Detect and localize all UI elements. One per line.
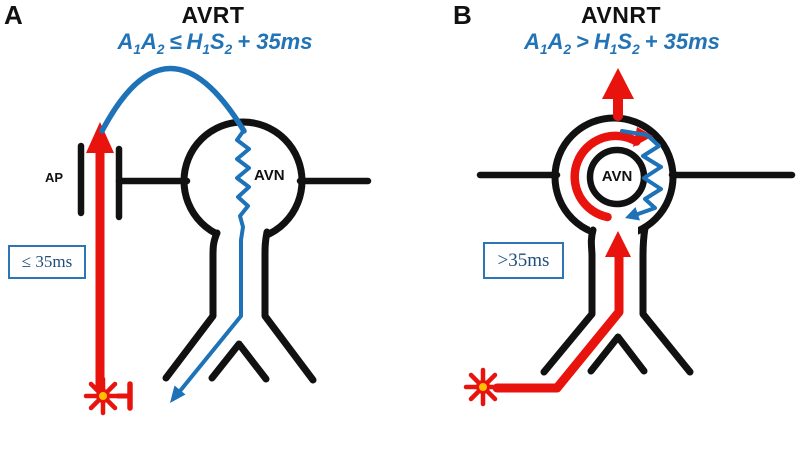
bundle-branch-divider (208, 340, 270, 383)
panel-a-letter: A (4, 0, 23, 30)
panel-avrt: A AVRT A1A2≤H1S2+ 35ms (4, 0, 395, 416)
panel-b-formula: A1A2>H1S2+ 35ms (442, 29, 800, 57)
right-bundle-branch (639, 224, 694, 376)
interval-box-avnrt: >35ms (483, 242, 564, 279)
formula-sub: 2 (632, 42, 640, 57)
formula-part: A (117, 29, 134, 54)
atrial-echo-arc (99, 65, 247, 134)
avn-label: AVN (254, 167, 285, 184)
slow-pathway-squiggle (620, 129, 663, 216)
formula-sub: 1 (609, 42, 618, 57)
reentry-loop-arrow (570, 131, 641, 222)
formula-sub: 2 (224, 42, 233, 57)
formula-sub: 1 (133, 42, 141, 57)
formula-operator: > (576, 29, 589, 54)
impulse-origin-star-icon (83, 376, 123, 416)
ap-pathway-label: AP (45, 170, 64, 185)
avnrt-diagram (463, 68, 796, 407)
circle-trunk-join (590, 221, 638, 242)
formula-sub: 1 (202, 42, 210, 57)
formula-part: S (209, 29, 225, 54)
formula-part: H (593, 29, 610, 54)
panel-a-formula: A1A2≤H1S2+ 35ms (35, 29, 395, 57)
avn-label: AVN (601, 168, 633, 185)
panel-b-letter: B (453, 0, 472, 30)
bundle-branch-divider (587, 333, 648, 375)
retrograde-arrowhead (86, 122, 114, 153)
formula-part: A (547, 29, 564, 54)
avrt-diagram (77, 65, 372, 416)
formula-sub: 2 (156, 42, 165, 57)
impulse-origin-star-icon (463, 367, 503, 407)
left-bundle-branch (540, 226, 597, 376)
panel-b-title: AVNRT (580, 2, 661, 28)
avn-slow-conduction-squiggle (178, 128, 251, 393)
formula-part: S (617, 29, 633, 54)
formula-tail: + 35ms (237, 29, 313, 54)
formula-part: A (140, 29, 157, 54)
panel-a-title: AVRT (181, 2, 245, 28)
right-bundle-branch (261, 228, 317, 384)
formula-sub: 1 (540, 42, 548, 57)
slow-pathway-arrowhead (625, 207, 640, 221)
formula-part: A (524, 29, 540, 54)
formula-part: H (186, 29, 203, 54)
formula-sub: 2 (563, 42, 572, 57)
interval-box-avrt: ≤ 35ms (8, 245, 86, 279)
antegrade-arrowhead (605, 231, 631, 257)
antegrade-blue-arrowhead (170, 385, 186, 403)
antegrade-conduction-path (492, 249, 624, 393)
formula-operator: ≤ (169, 29, 182, 54)
formula-tail: + 35ms (644, 29, 720, 54)
panel-avnrt: B AVNRT A1A2>H1S2+ 35ms (400, 0, 800, 450)
left-bundle-branch (162, 229, 221, 382)
atrial-exit-arrowhead (602, 68, 634, 99)
